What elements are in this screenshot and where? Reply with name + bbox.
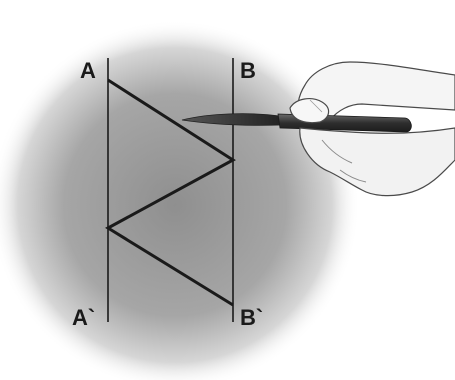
label-b-prime: B`: [240, 305, 263, 330]
label-b: B: [240, 58, 256, 83]
zigzag-incision: [105, 78, 236, 307]
label-a: A: [80, 58, 96, 83]
shaded-area: [0, 20, 360, 380]
hand-holding-scalpel-icon: [181, 61, 455, 197]
label-a-prime: A`: [72, 305, 95, 330]
